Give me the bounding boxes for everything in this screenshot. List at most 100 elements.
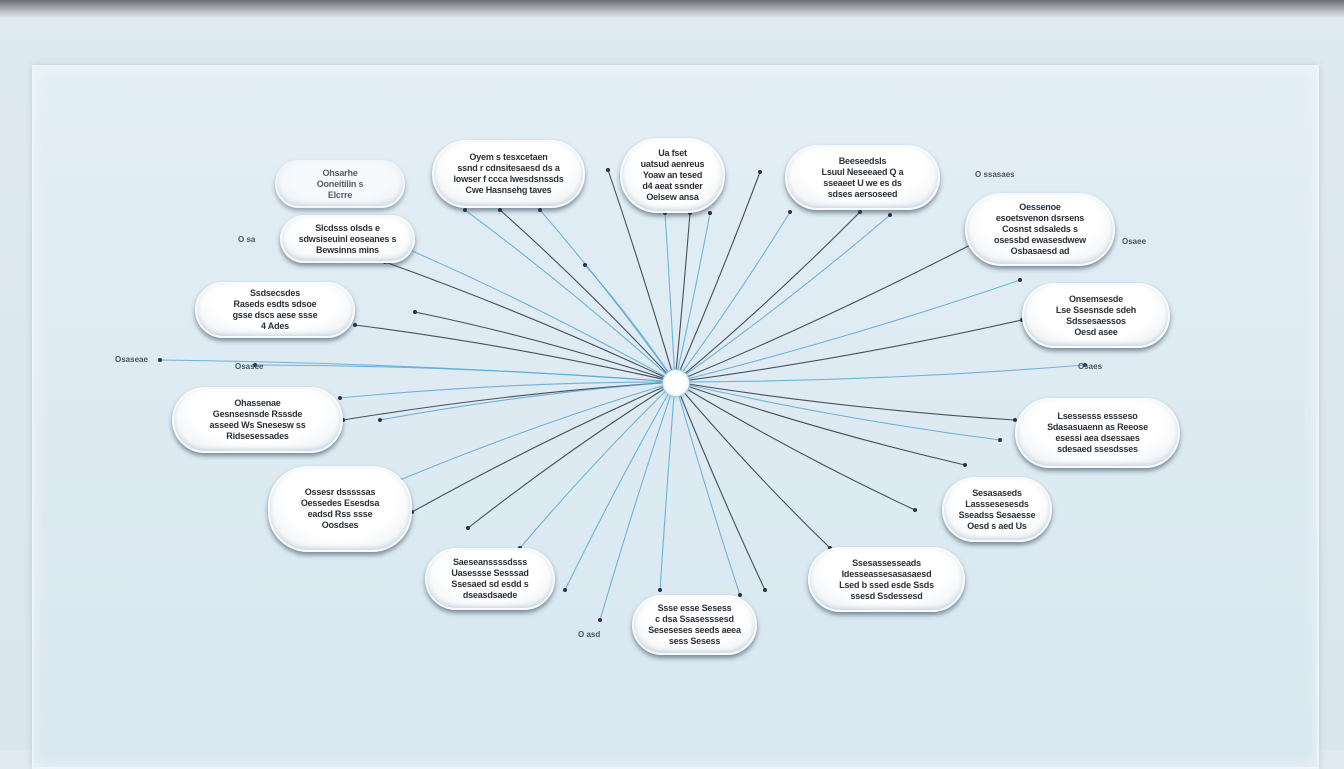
node-text-line: Cosnst sdsaleds s xyxy=(1002,224,1078,234)
connector-line xyxy=(607,169,676,383)
connector-endpoint xyxy=(888,213,892,217)
node-text-line: osessbd ewasesdwew xyxy=(994,235,1086,245)
node-text-line: Slcdsss olsds e xyxy=(315,222,380,233)
node-text-line: Ossesr dsssssas xyxy=(304,487,376,497)
node-text-line: Lasssesesesds xyxy=(965,498,1029,509)
node-text-line: esessi aea dsessaes xyxy=(1055,433,1140,443)
node-text-line: Lsuul Neseeaed Q a xyxy=(821,166,904,177)
central-hub-node[interactable] xyxy=(662,369,690,397)
node-text-line: esoetsvenon dsrsens xyxy=(995,213,1085,223)
connector-endpoint xyxy=(658,588,662,592)
node-text-line: Ohsarhe xyxy=(322,167,358,178)
connector-line xyxy=(584,264,676,383)
connector-label: O asd xyxy=(578,630,601,639)
node-text-line: Ooneitilin s xyxy=(316,178,364,189)
connector-line xyxy=(354,324,676,383)
node-text-line: Elcrre xyxy=(327,189,353,200)
node-text-line: Oessedes Esesdsa xyxy=(300,498,380,508)
node-text-line: Idesseassesasasaesd xyxy=(841,568,932,579)
connector-endpoint xyxy=(788,210,792,214)
node-text-line: Ssesaed sd esdd s xyxy=(451,579,529,589)
connector-line xyxy=(159,359,676,383)
connector-line xyxy=(674,381,916,511)
node-text-line: Oesd s aed Us xyxy=(967,520,1027,531)
connector-line xyxy=(539,209,676,383)
connector-line xyxy=(664,212,676,383)
connector-endpoint xyxy=(598,618,602,622)
node-text-line: Oyem s tesxcetaen xyxy=(469,152,548,162)
node-text-line: Yoaw an tesed xyxy=(642,170,703,180)
node-text-line: Osbasaesd ad xyxy=(1010,246,1070,256)
connector-line xyxy=(674,381,831,549)
connector-endpoint xyxy=(998,438,1002,442)
node-text-line: gsse dscs aese ssse xyxy=(232,310,318,320)
connector-endpoint xyxy=(1083,363,1087,367)
connector-endpoint xyxy=(158,358,162,362)
node-text-line: Sdssesaessos xyxy=(1066,315,1126,326)
connector-label: Osaee xyxy=(1122,237,1147,246)
connector-line xyxy=(674,211,791,383)
node-text-line: sess Sesess xyxy=(668,636,721,646)
connector-endpoint xyxy=(563,588,567,592)
connector-line xyxy=(379,381,676,421)
connector-line xyxy=(674,381,766,591)
top-frame-bar xyxy=(0,0,1344,18)
connector-line xyxy=(499,209,676,383)
node-text-line: Lse Ssesnsde sdeh xyxy=(1055,304,1137,315)
node-text-line: Ridsesessades xyxy=(226,431,289,441)
connector-line xyxy=(674,364,1086,383)
connector-endpoint xyxy=(413,310,417,314)
node-text-line: Saeseanssssdsss xyxy=(452,557,528,567)
node-text-line: Ssdsecsdes xyxy=(249,288,301,298)
node-text-line: Oesd asee xyxy=(1074,326,1118,337)
connector-line xyxy=(674,381,741,596)
connector-endpoint xyxy=(378,418,382,422)
connector-endpoint xyxy=(498,208,502,212)
connector-endpoint xyxy=(253,363,257,367)
node-text-line: Uasessse Sesssad xyxy=(451,568,529,578)
connector-line xyxy=(674,211,861,383)
node-text-line: Gesnsesnsde Rsssde xyxy=(212,409,303,419)
node-text-line: Oelsew ansa xyxy=(646,192,699,202)
connector-line xyxy=(674,214,891,383)
connector-label: O sa xyxy=(238,235,256,244)
node-text-line: uatsud aenreus xyxy=(640,159,705,169)
connector-endpoint xyxy=(583,263,587,267)
node-text-line: Bewsinns mins xyxy=(316,244,379,255)
connector-endpoint xyxy=(858,210,862,214)
node-text-line: asseed Ws Snesesw ss xyxy=(209,420,306,430)
node-text-line: lowser f ccca lwesdsnssds xyxy=(453,174,564,184)
node-text-line: dseasdsaede xyxy=(462,590,518,600)
node-text-line: Seseseses seeds aeea xyxy=(648,625,741,635)
node-text-line: Onsemsesde xyxy=(1068,293,1124,304)
connector-line xyxy=(414,311,676,383)
node-text-line: d4 aeat ssnder xyxy=(642,181,703,191)
connector-label: O ssasaes xyxy=(975,170,1015,179)
connector-endpoint xyxy=(758,170,762,174)
connector-line xyxy=(464,209,676,383)
node-text-line: Ua fset xyxy=(658,148,687,158)
node-text-line: Sesasaseds xyxy=(972,487,1022,498)
connector-line xyxy=(674,279,1021,383)
connector-endpoint xyxy=(463,208,467,212)
connector-line xyxy=(659,381,676,591)
node-text-line: c dsa Ssasesssesd xyxy=(655,614,734,624)
connector-line xyxy=(674,171,761,383)
node-text-line: sdesaed ssesdsses xyxy=(1057,444,1138,454)
connector-line xyxy=(339,381,676,399)
